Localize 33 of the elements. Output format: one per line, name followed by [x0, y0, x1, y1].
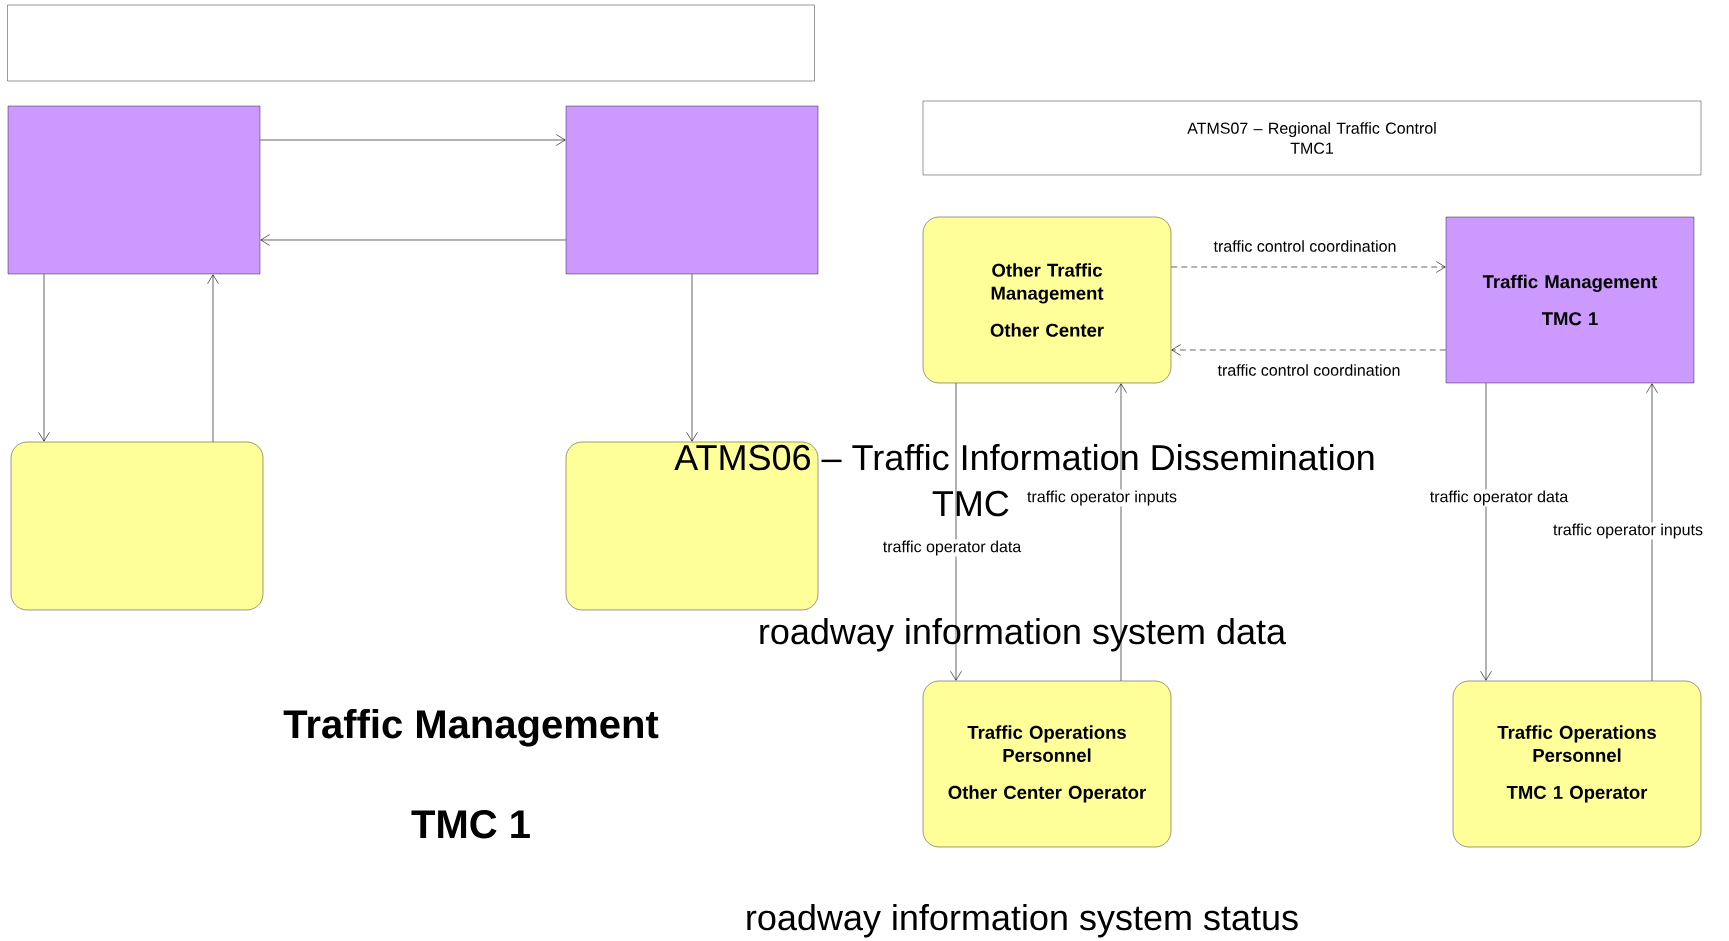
arrow [1171, 344, 1447, 356]
edge-label: traffic operator inputs [1552, 522, 1704, 540]
terminator-box: Traffic Operations Personnel TMC 1 Operator [1452, 680, 1702, 848]
floating-label: TMC [932, 490, 1009, 517]
arrow [38, 273, 50, 442]
floating-label: roadway information system data [760, 617, 1287, 652]
arrow [259, 134, 566, 146]
arrow [1115, 383, 1127, 682]
arrow [1480, 382, 1492, 681]
heading-text: Traffic Management [283, 709, 659, 747]
edge-label: traffic operator data [881, 539, 1023, 557]
arrow [207, 274, 219, 443]
arrow [1170, 261, 1446, 273]
edge-label: traffic operator inputs [1026, 489, 1178, 507]
empty-terminator-box [10, 441, 264, 611]
arrow [260, 234, 567, 246]
heading-text: TMC 1 [411, 810, 530, 839]
edge-label: traffic control coordination [1216, 363, 1402, 377]
arrow [950, 382, 962, 681]
terminator-box: Traffic Operations Personnel Other Center Operator [922, 680, 1172, 848]
empty-terminator-box [565, 441, 819, 611]
edge-label: traffic operator data [1428, 489, 1570, 507]
empty-system-box [565, 105, 819, 275]
empty-system-box [7, 105, 261, 275]
empty-title-box [7, 4, 815, 82]
system-box: Traffic Management TMC 1 [1445, 216, 1695, 384]
floating-label: roadway information system status [747, 903, 1298, 938]
arrow [1646, 383, 1658, 682]
title-box: ATMS07 – Regional Traffic Control TMC1 [922, 100, 1702, 176]
edge-label: traffic control coordination [1212, 239, 1398, 253]
floating-label: ATMS06 – Traffic Information Dissemination [674, 443, 1374, 471]
arrow [686, 273, 698, 442]
terminator-box: Other Traffic Management Other Center [922, 216, 1172, 384]
